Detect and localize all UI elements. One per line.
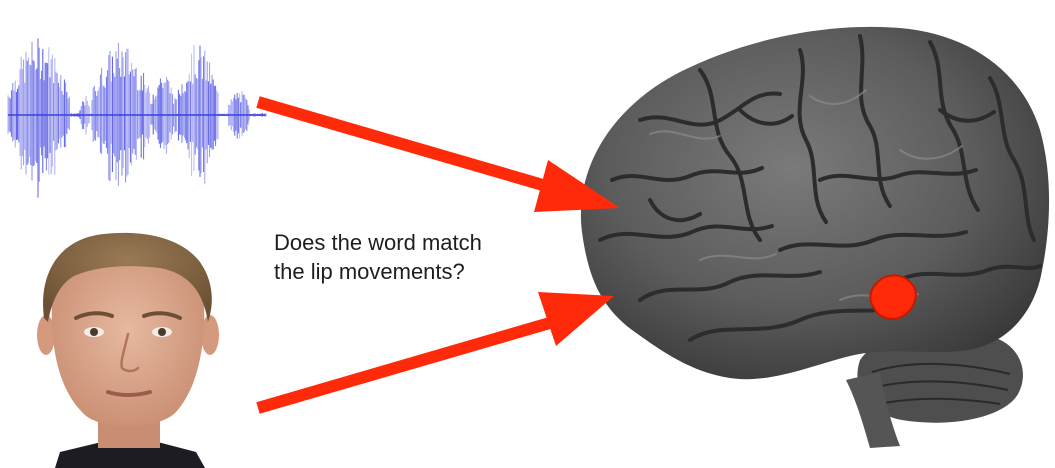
face-to-brain-arrow (258, 292, 614, 408)
question-text: Does the word match the lip movements? (274, 228, 574, 286)
question-line-1: Does the word match (274, 228, 574, 257)
speaker-face-image (37, 233, 219, 468)
activation-region (870, 275, 915, 318)
question-line-2: the lip movements? (274, 257, 574, 286)
audio-to-brain-arrow (258, 102, 620, 212)
audio-waveform-icon (8, 38, 266, 197)
brain-render-image (581, 27, 1049, 448)
